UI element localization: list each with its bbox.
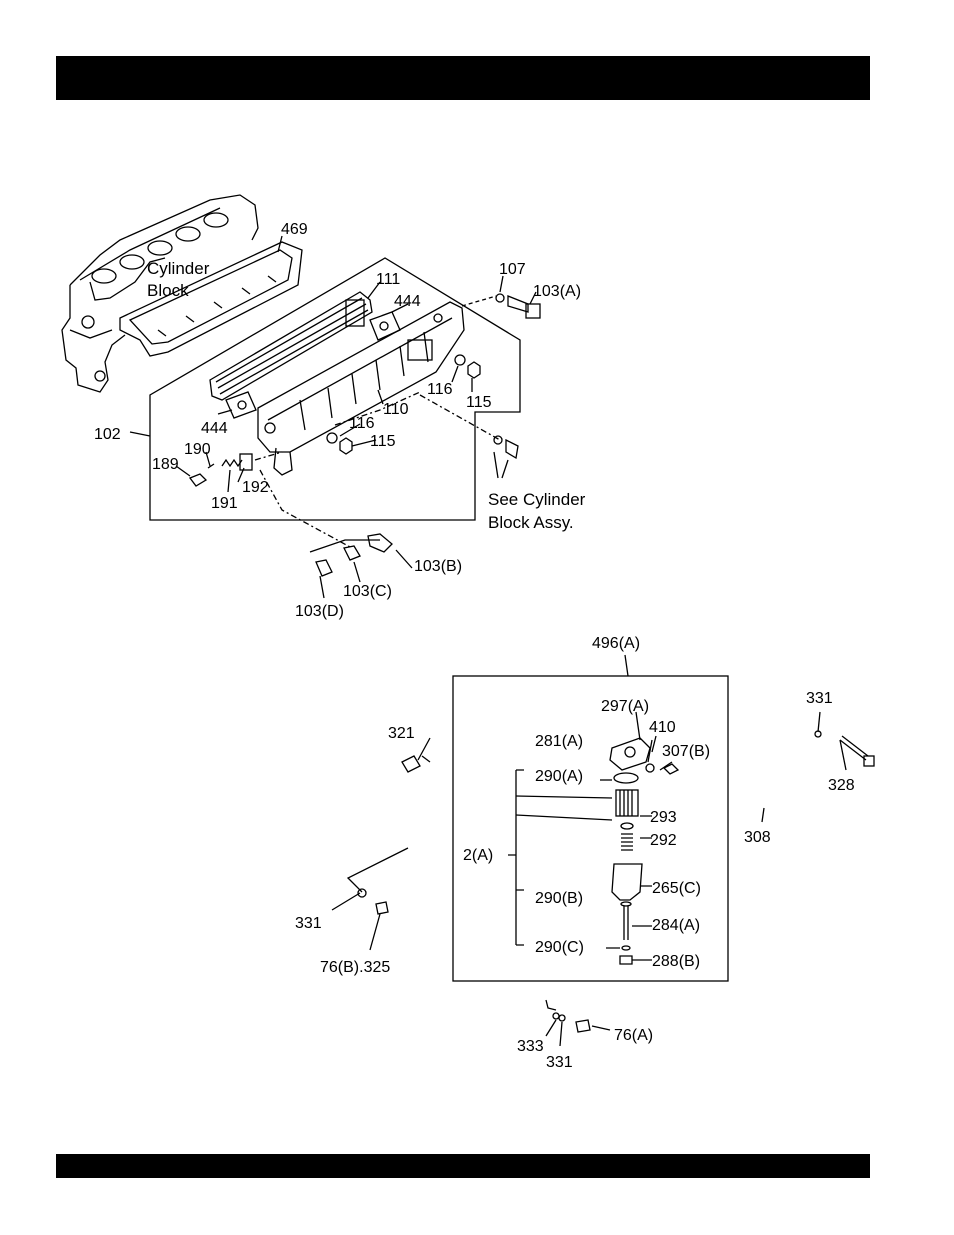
part-label-297a: 297(A) [601, 698, 649, 715]
part-label-103c: 103(C) [343, 583, 392, 600]
part-label-115-lower: 115 [370, 433, 396, 450]
part-label-331-bottom: 331 [546, 1054, 573, 1071]
gasket-444-upper [370, 312, 400, 340]
part-label-115-upper: 115 [466, 394, 492, 411]
part-label-292: 292 [650, 832, 677, 849]
see-note-line2: Block Assy. [488, 513, 574, 532]
part-label-410: 410 [649, 719, 676, 736]
part-label-76b-325: 76(B).325 [320, 959, 390, 976]
filter-element-drawing [616, 790, 638, 816]
part-label-191: 191 [211, 495, 238, 512]
part-label-331-left: 331 [295, 915, 322, 932]
cylinder-block-label-line1: Cylinder [147, 259, 210, 278]
part-label-2a: 2(A) [463, 847, 493, 864]
part-label-116-upper: 116 [427, 381, 453, 398]
part-label-103d: 103(D) [295, 603, 344, 620]
part-label-290a: 290(A) [535, 768, 583, 785]
spring-191-drawing [222, 460, 242, 466]
part-label-110: 110 [383, 401, 409, 418]
part-label-76a: 76(A) [614, 1027, 653, 1044]
part-label-331-right: 331 [806, 690, 833, 707]
filter-assembly-box [453, 676, 728, 981]
part-label-307b: 307(B) [662, 743, 710, 760]
bracket-321-drawing [402, 756, 420, 772]
part-label-288b: 288(B) [652, 953, 700, 970]
part-label-328: 328 [828, 777, 855, 794]
part-label-496a: 496(A) [592, 635, 640, 652]
part-label-444-upper: 444 [394, 293, 421, 310]
part-label-190: 190 [184, 441, 211, 458]
part-label-265c: 265(C) [652, 880, 701, 897]
plug-189-drawing [190, 474, 206, 486]
see-note-line1: See Cylinder [488, 490, 586, 509]
part-label-116-lower: 116 [349, 415, 375, 432]
part-label-321: 321 [388, 725, 415, 742]
part-label-444-lower: 444 [201, 420, 228, 437]
part-label-189: 189 [152, 456, 179, 473]
cylinder-block-label-line2: Block [147, 281, 189, 300]
part-label-290b: 290(B) [535, 890, 583, 907]
part-label-281a: 281(A) [535, 733, 583, 750]
part-label-103b: 103(B) [414, 558, 462, 575]
part-label-293: 293 [650, 809, 677, 826]
part-label-192: 192 [242, 479, 269, 496]
part-label-308: 308 [744, 829, 771, 846]
part-label-469: 469 [281, 221, 308, 238]
gasket-444-lower [226, 392, 256, 418]
filter-bowl-drawing [612, 864, 642, 900]
part-label-284a: 284(A) [652, 917, 700, 934]
filter-head-drawing [610, 738, 650, 770]
part-label-111: 111 [376, 271, 400, 288]
part-label-333: 333 [517, 1038, 544, 1055]
part-label-290c: 290(C) [535, 939, 584, 956]
part-label-103a: 103(A) [533, 283, 581, 300]
part-label-102: 102 [94, 426, 121, 443]
part-label-107: 107 [499, 261, 526, 278]
